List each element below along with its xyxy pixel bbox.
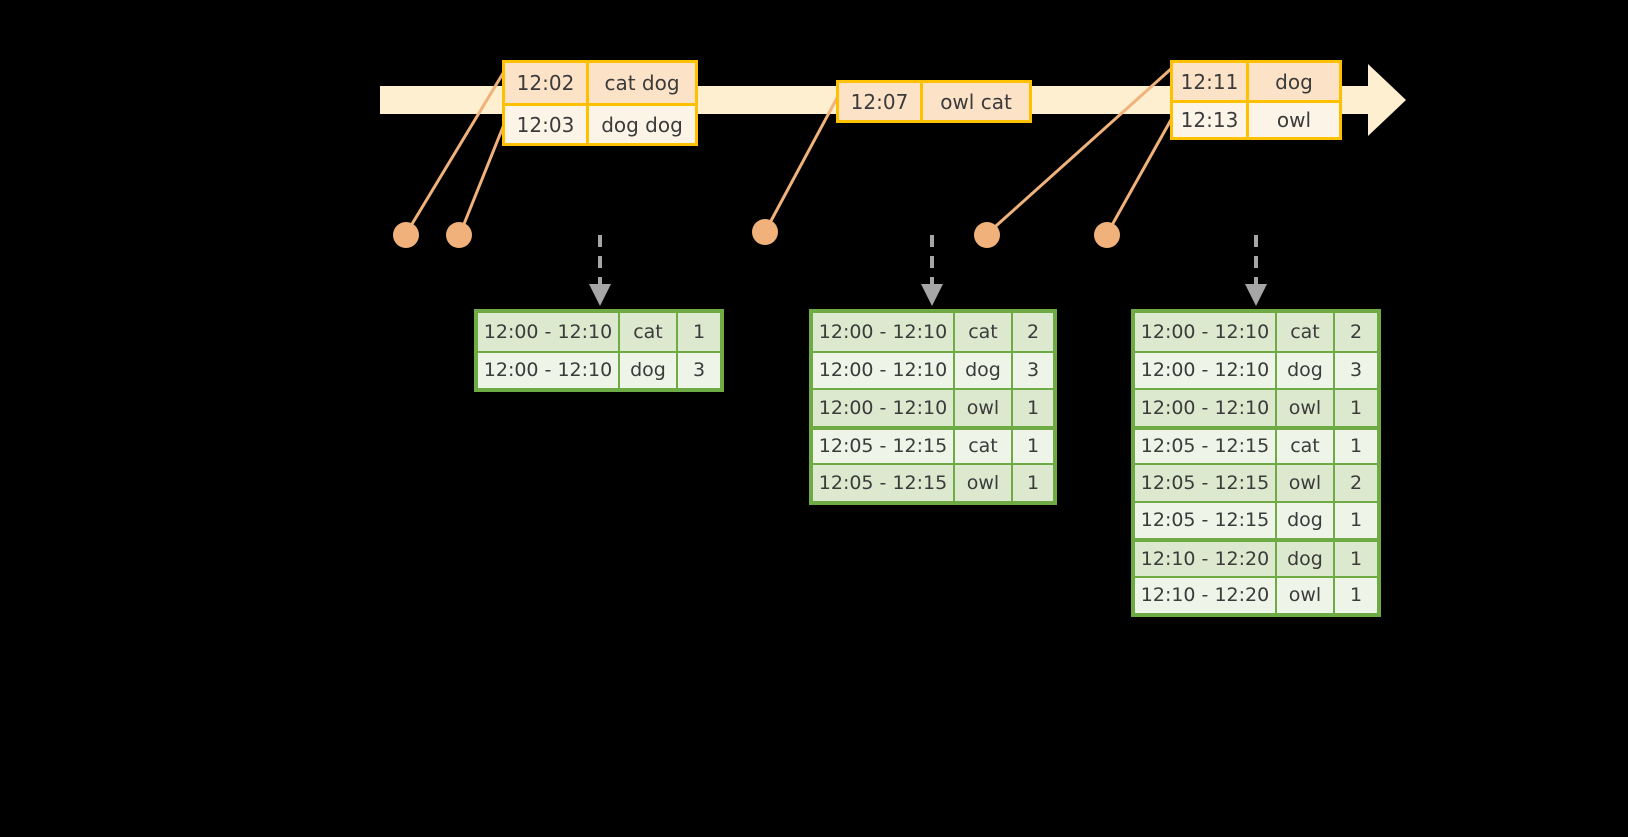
window-cell: 12:05 - 12:15 <box>1135 429 1277 463</box>
event-dots <box>393 219 1120 248</box>
event-value: dog <box>1275 69 1313 94</box>
event-value: owl <box>1276 108 1312 132</box>
event-row: 12:11 dog <box>1173 63 1339 100</box>
window-cell: 12:00 - 12:10 <box>813 313 955 351</box>
count-cell: 2 <box>1026 320 1040 343</box>
window-cell: 12:00 - 12:10 <box>478 313 620 351</box>
flow-arrow-heads <box>589 284 1267 306</box>
count-cell: 1 <box>1349 584 1363 607</box>
key-cell: owl <box>955 390 1013 426</box>
key-cell: dog <box>955 352 1013 388</box>
key-cell: cat <box>1277 313 1335 351</box>
window-cell: 12:10 - 12:20 <box>1135 577 1277 613</box>
key-cell: dog <box>1277 352 1335 388</box>
key-cell: cat <box>955 429 1013 463</box>
key-cell: dog <box>1277 502 1335 538</box>
window-cell: 12:00 - 12:10 <box>1135 313 1277 351</box>
window-cell: 12:05 - 12:15 <box>1135 502 1277 538</box>
event-row: 12:03 dog dog <box>505 103 695 143</box>
window-cell: 12:00 - 12:10 <box>813 352 955 388</box>
dot-1 <box>393 222 419 248</box>
window-cell: 12:00 - 12:10 <box>1135 352 1277 388</box>
flow-arrows <box>598 235 1258 285</box>
key-cell: cat <box>1277 429 1335 463</box>
event-group-2[interactable]: 12:07 owl cat <box>836 80 1032 123</box>
count-cell: 3 <box>1026 359 1040 382</box>
event-row: 12:07 owl cat <box>839 83 1029 120</box>
key-cell: owl <box>955 465 1013 501</box>
key-cell: owl <box>1277 390 1335 426</box>
event-value: owl cat <box>940 89 1012 114</box>
count-cell: 1 <box>1026 471 1040 494</box>
window-cell: 12:00 - 12:10 <box>478 352 620 388</box>
window-cell: 12:00 - 12:10 <box>1135 390 1277 426</box>
key-cell: owl <box>1277 577 1335 613</box>
count-cell: 3 <box>692 359 706 382</box>
count-cell: 2 <box>1349 320 1363 343</box>
event-group-3[interactable]: 12:11 dog 12:13 owl <box>1170 60 1342 140</box>
event-value: cat dog <box>604 71 680 95</box>
count-cell: 1 <box>1349 396 1363 419</box>
window-cell: 12:05 - 12:15 <box>813 429 955 463</box>
key-cell: cat <box>955 313 1013 351</box>
count-cell: 1 <box>1349 509 1363 532</box>
event-time: 12:13 <box>1173 103 1249 137</box>
key-cell: dog <box>1277 542 1335 576</box>
key-cell: owl <box>1277 465 1335 501</box>
key-cell: cat <box>620 313 678 351</box>
event-time: 12:07 <box>839 83 923 120</box>
count-cell: 1 <box>1026 435 1040 458</box>
event-group-1[interactable]: 12:02 cat dog 12:03 dog dog <box>502 60 698 146</box>
dot-5 <box>1094 222 1120 248</box>
event-row: 12:13 owl <box>1173 100 1339 137</box>
event-row: 12:02 cat dog <box>505 63 695 103</box>
window-cell: 12:05 - 12:15 <box>813 465 955 501</box>
window-cell: 12:10 - 12:20 <box>1135 542 1277 576</box>
dot-3 <box>752 219 778 245</box>
count-cell: 1 <box>692 320 706 343</box>
window-cell: 12:05 - 12:15 <box>1135 465 1277 501</box>
dot-2 <box>446 222 472 248</box>
window-cell: 12:00 - 12:10 <box>813 390 955 426</box>
count-cell: 1 <box>1349 547 1363 570</box>
event-time: 12:02 <box>505 63 589 103</box>
event-time: 12:11 <box>1173 63 1249 100</box>
count-cell: 1 <box>1349 435 1363 458</box>
event-value: dog dog <box>601 112 683 137</box>
count-cell: 3 <box>1349 359 1363 382</box>
event-time: 12:03 <box>505 106 589 143</box>
count-cell: 1 <box>1026 396 1040 419</box>
count-cell: 2 <box>1349 471 1363 494</box>
key-cell: dog <box>620 352 678 388</box>
dot-4 <box>974 222 1000 248</box>
